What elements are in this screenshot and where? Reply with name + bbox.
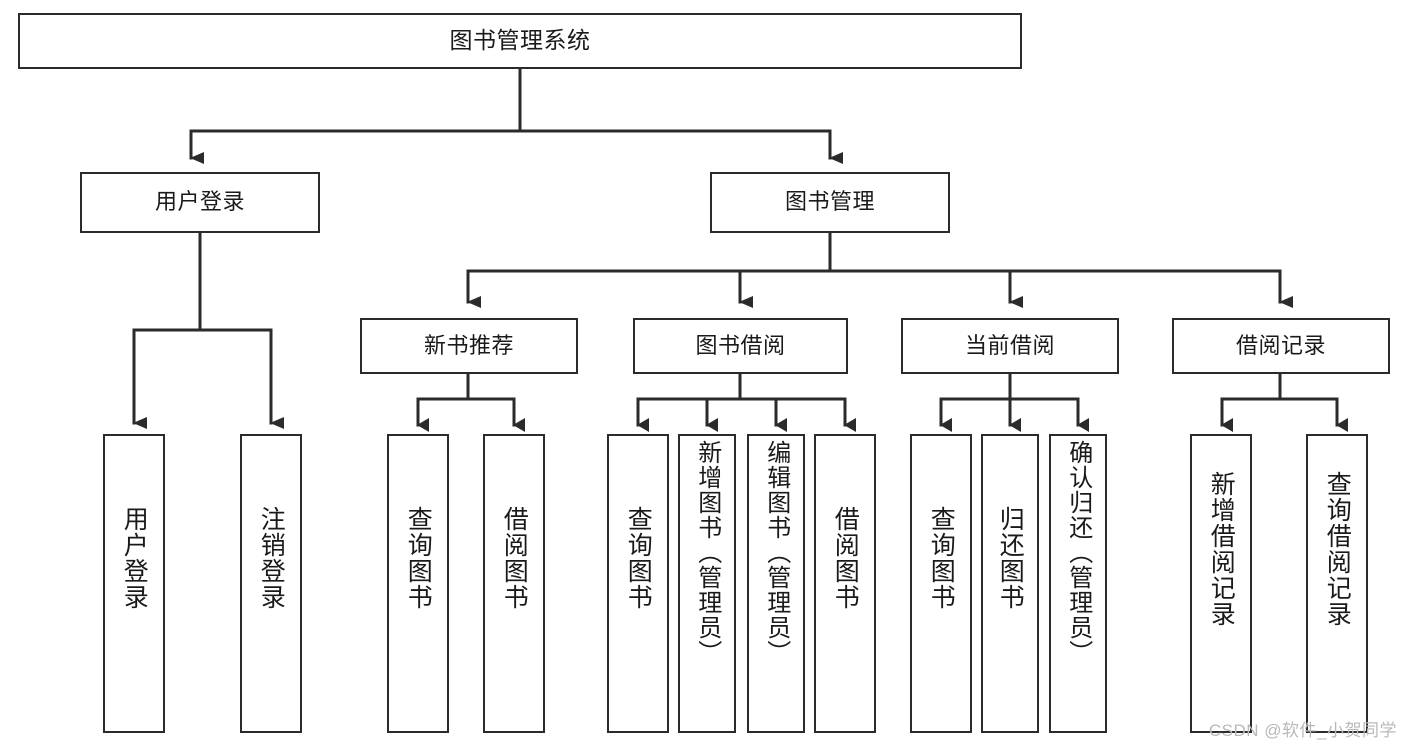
leaf-logout[interactable]: 注销登录 [240,434,302,733]
leaf-query-book-current[interactable]: 查询图书 [910,434,972,733]
node-label: 借阅图书 [831,506,860,610]
leaf-confirm-return-admin[interactable]: 确认归还（管理员） [1049,434,1107,733]
node-label: 新增图书（管理员） [693,440,721,665]
leaf-return-book[interactable]: 归还图书 [981,434,1039,733]
watermark: CSDN @软件_小贺同学 [1208,721,1397,740]
node-root-library-system[interactable]: 图书管理系统 [18,13,1022,69]
node-label: 查询图书 [624,506,653,610]
node-label: 新增借阅记录 [1207,471,1236,627]
leaf-user-login[interactable]: 用户登录 [103,434,165,733]
leaf-query-book-borrow[interactable]: 查询图书 [607,434,669,733]
node-label: 图书管理系统 [449,27,591,54]
leaf-query-book-recommend[interactable]: 查询图书 [387,434,449,733]
node-label: 归还图书 [996,506,1025,610]
node-label: 图书借阅 [695,332,786,358]
node-current-borrow[interactable]: 当前借阅 [901,318,1119,374]
node-new-book-recommend[interactable]: 新书推荐 [360,318,578,374]
node-user-login[interactable]: 用户登录 [80,172,320,233]
node-borrow-record[interactable]: 借阅记录 [1172,318,1390,374]
leaf-borrow-book[interactable]: 借阅图书 [814,434,876,733]
node-label: 注销登录 [257,506,286,610]
leaf-borrow-book-recommend[interactable]: 借阅图书 [483,434,545,733]
leaf-edit-book-admin[interactable]: 编辑图书（管理员） [747,434,805,733]
node-label: 用户登录 [120,506,149,610]
node-label: 图书管理 [784,189,875,215]
node-label: 新书推荐 [423,332,514,358]
node-book-management[interactable]: 图书管理 [710,172,950,233]
node-label: 查询图书 [927,506,956,610]
leaf-add-borrow-record[interactable]: 新增借阅记录 [1190,434,1252,733]
node-label: 借阅记录 [1235,332,1326,358]
node-label: 查询借阅记录 [1323,471,1352,627]
node-label: 确认归还（管理员） [1064,440,1092,665]
node-label: 编辑图书（管理员） [762,440,790,665]
node-label: 查询图书 [404,506,433,610]
node-label: 借阅图书 [500,506,529,610]
node-label: 当前借阅 [964,332,1055,358]
leaf-query-borrow-record[interactable]: 查询借阅记录 [1306,434,1368,733]
leaf-add-book-admin[interactable]: 新增图书（管理员） [678,434,736,733]
node-label: 用户登录 [154,189,245,215]
node-book-borrow[interactable]: 图书借阅 [633,318,848,374]
